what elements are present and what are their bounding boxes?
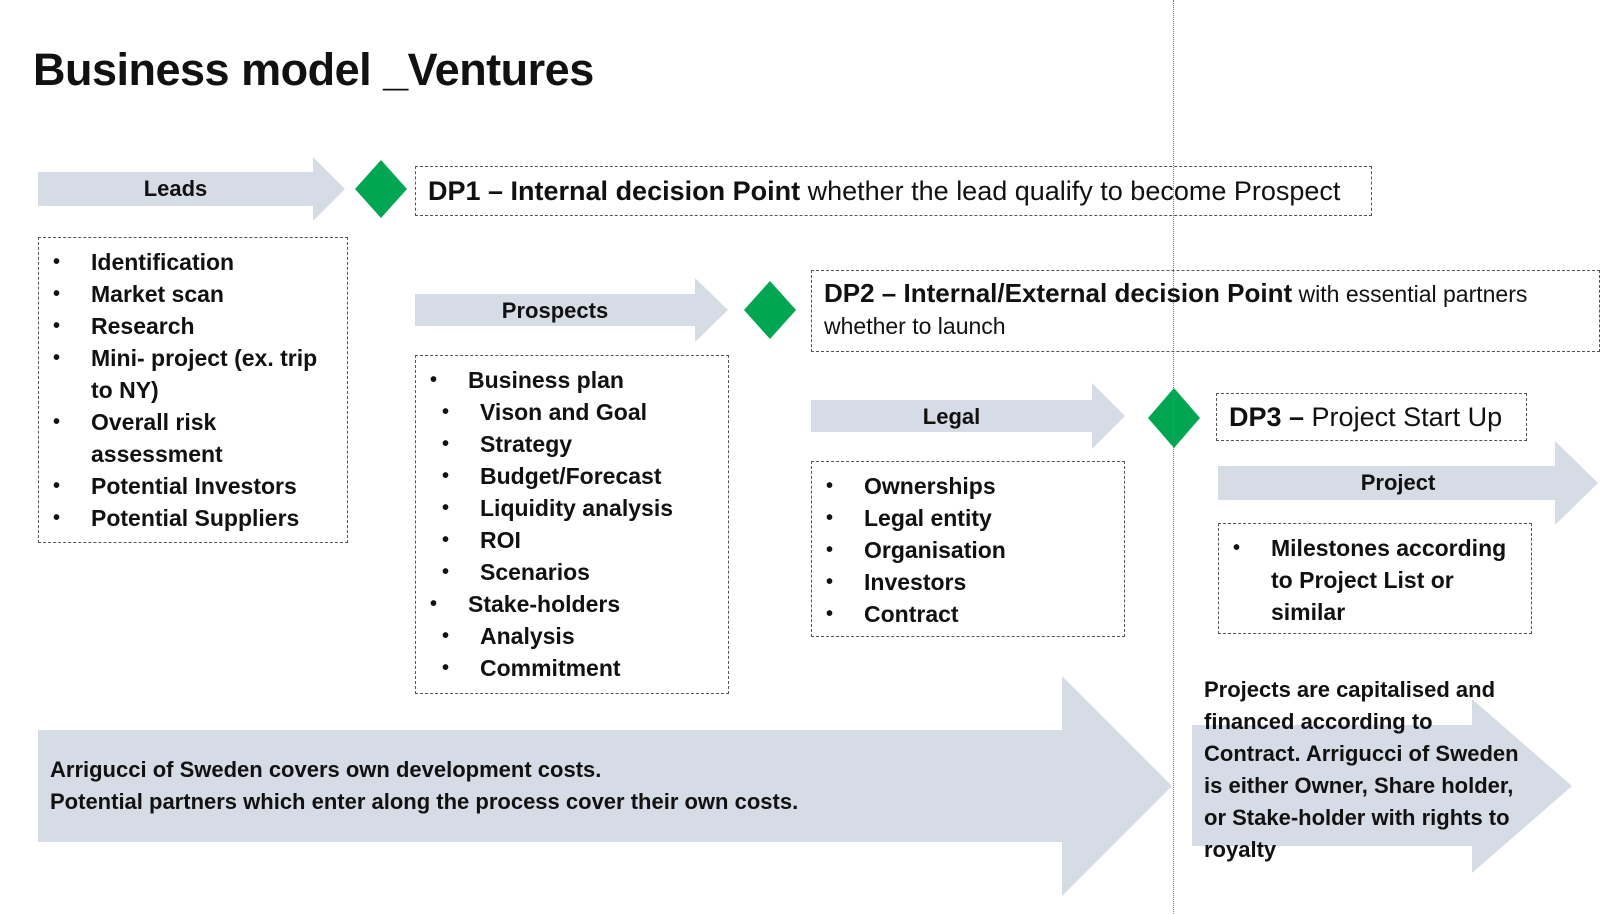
sub-list-item: ROI	[420, 524, 724, 556]
list-item: Identification	[43, 246, 341, 278]
list-item: Legal entity	[816, 502, 1120, 534]
dp1-diamond	[355, 160, 407, 218]
sub-list-item: Scenarios	[420, 556, 724, 588]
costs-line-1: Arrigucci of Sweden covers own developme…	[50, 757, 602, 782]
costs-arrow	[38, 676, 1172, 896]
prospects-arrow	[415, 278, 728, 342]
list-item: Milestones according to Project List or …	[1223, 532, 1517, 628]
vertical-guide-line	[1173, 0, 1174, 914]
sub-list-item: Budget/Forecast	[420, 460, 724, 492]
dp2-text-line2: whether to launch	[824, 313, 1006, 339]
dp3-box: DP3 – Project Start Up	[1216, 393, 1527, 441]
costs-text: Arrigucci of Sweden covers own developme…	[50, 754, 798, 818]
leads-label: Leads	[143, 176, 208, 201]
list-item: Research	[43, 310, 341, 342]
sub-list-item: Commitment	[420, 652, 724, 684]
sub-list-item: Vison and Goal	[420, 396, 724, 428]
project-box: Milestones according to Project List or …	[1218, 523, 1532, 634]
legal-box: Ownerships Legal entity Organisation Inv…	[811, 461, 1125, 637]
dp3-title: DP3 –	[1229, 402, 1305, 432]
sub-list-item: Analysis	[420, 620, 724, 652]
list-item-label: Stake-holders	[468, 591, 621, 617]
dp3-diamond	[1148, 388, 1200, 448]
leads-arrow	[38, 157, 345, 221]
capitalised-text: Projects are capitalised and financed ac…	[1204, 677, 1519, 862]
dp1-text: whether the lead qualify to become Prosp…	[800, 176, 1341, 206]
list-item: Organisation	[816, 534, 1120, 566]
prospects-label: Prospects	[501, 298, 609, 323]
sub-list-item: Strategy	[420, 428, 724, 460]
prospects-box: Business plan Vison and Goal Strategy Bu…	[415, 355, 729, 694]
list-item: Mini- project (ex. trip to NY)	[43, 342, 341, 406]
dp1-title: DP1 – Internal decision Point	[428, 176, 801, 206]
leads-box: Identification Market scan Research Mini…	[38, 237, 348, 543]
list-item: Potential Investors	[43, 470, 341, 502]
list-item: Market scan	[43, 278, 341, 310]
page-title: Business model _Ventures	[33, 44, 594, 95]
list-item: Overall risk assessment	[43, 406, 341, 470]
list-item: Investors	[816, 566, 1120, 598]
costs-line-2: Potential partners which enter along the…	[50, 789, 799, 814]
dp2-title: DP2 – Internal/External decision Point	[824, 278, 1293, 308]
capitalised-arrow	[1192, 699, 1572, 873]
list-item-label: Business plan	[468, 367, 624, 393]
sub-list-item: Liquidity analysis	[420, 492, 724, 524]
dp2-text: with essential partners	[1292, 281, 1528, 307]
list-item: Ownerships	[816, 470, 1120, 502]
dp3-text: Project Start Up	[1304, 402, 1503, 432]
list-item: Stake-holders Analysis Commitment	[420, 588, 724, 684]
list-item: Contract	[816, 598, 1120, 630]
dp1-box: DP1 – Internal decision Point whether th…	[415, 166, 1372, 216]
dp2-box: DP2 – Internal/External decision Point w…	[811, 270, 1600, 352]
legal-label: Legal	[922, 404, 981, 429]
list-item: Potential Suppliers	[43, 502, 341, 534]
dp2-diamond	[744, 281, 796, 339]
project-arrow	[1218, 441, 1598, 525]
legal-arrow	[811, 383, 1125, 449]
list-item: Business plan Vison and Goal Strategy Bu…	[420, 364, 724, 588]
project-label: Project	[1360, 470, 1436, 495]
